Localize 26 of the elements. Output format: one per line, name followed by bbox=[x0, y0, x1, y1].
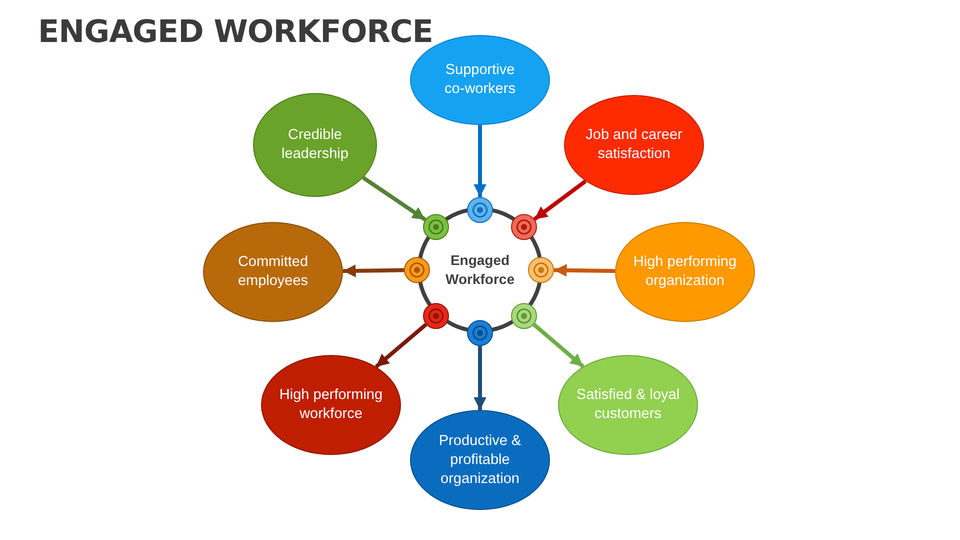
arrow bbox=[374, 322, 428, 368]
node-label: Engaged Workforce bbox=[444, 251, 516, 289]
arrow bbox=[342, 264, 404, 278]
node-label: Committed employees bbox=[236, 253, 310, 291]
node-label: Credible leadership bbox=[280, 126, 350, 164]
ring-node bbox=[467, 197, 493, 223]
arrow bbox=[474, 125, 486, 197]
ring-node bbox=[404, 257, 430, 283]
node-label: Satisfied & loyal customers bbox=[575, 386, 681, 424]
arrow bbox=[532, 322, 584, 368]
ring-node bbox=[528, 257, 554, 283]
ring-node bbox=[467, 320, 493, 346]
ring-node bbox=[423, 303, 449, 329]
node-label: Job and career satisfaction bbox=[584, 126, 684, 164]
ring-node bbox=[423, 214, 449, 240]
arrow bbox=[474, 346, 486, 410]
title: ENGAGED WORKFORCE bbox=[38, 14, 433, 50]
arrow bbox=[362, 176, 426, 222]
node-label: High performing organization bbox=[632, 253, 738, 291]
arrow bbox=[554, 264, 616, 277]
arrow bbox=[533, 180, 587, 221]
node-label: High performing workforce bbox=[278, 386, 384, 424]
ring-node bbox=[511, 303, 537, 329]
node-label: Productive & profitable organization bbox=[438, 432, 522, 488]
ring-node bbox=[511, 214, 537, 240]
node-label: Supportive co-workers bbox=[444, 61, 516, 99]
